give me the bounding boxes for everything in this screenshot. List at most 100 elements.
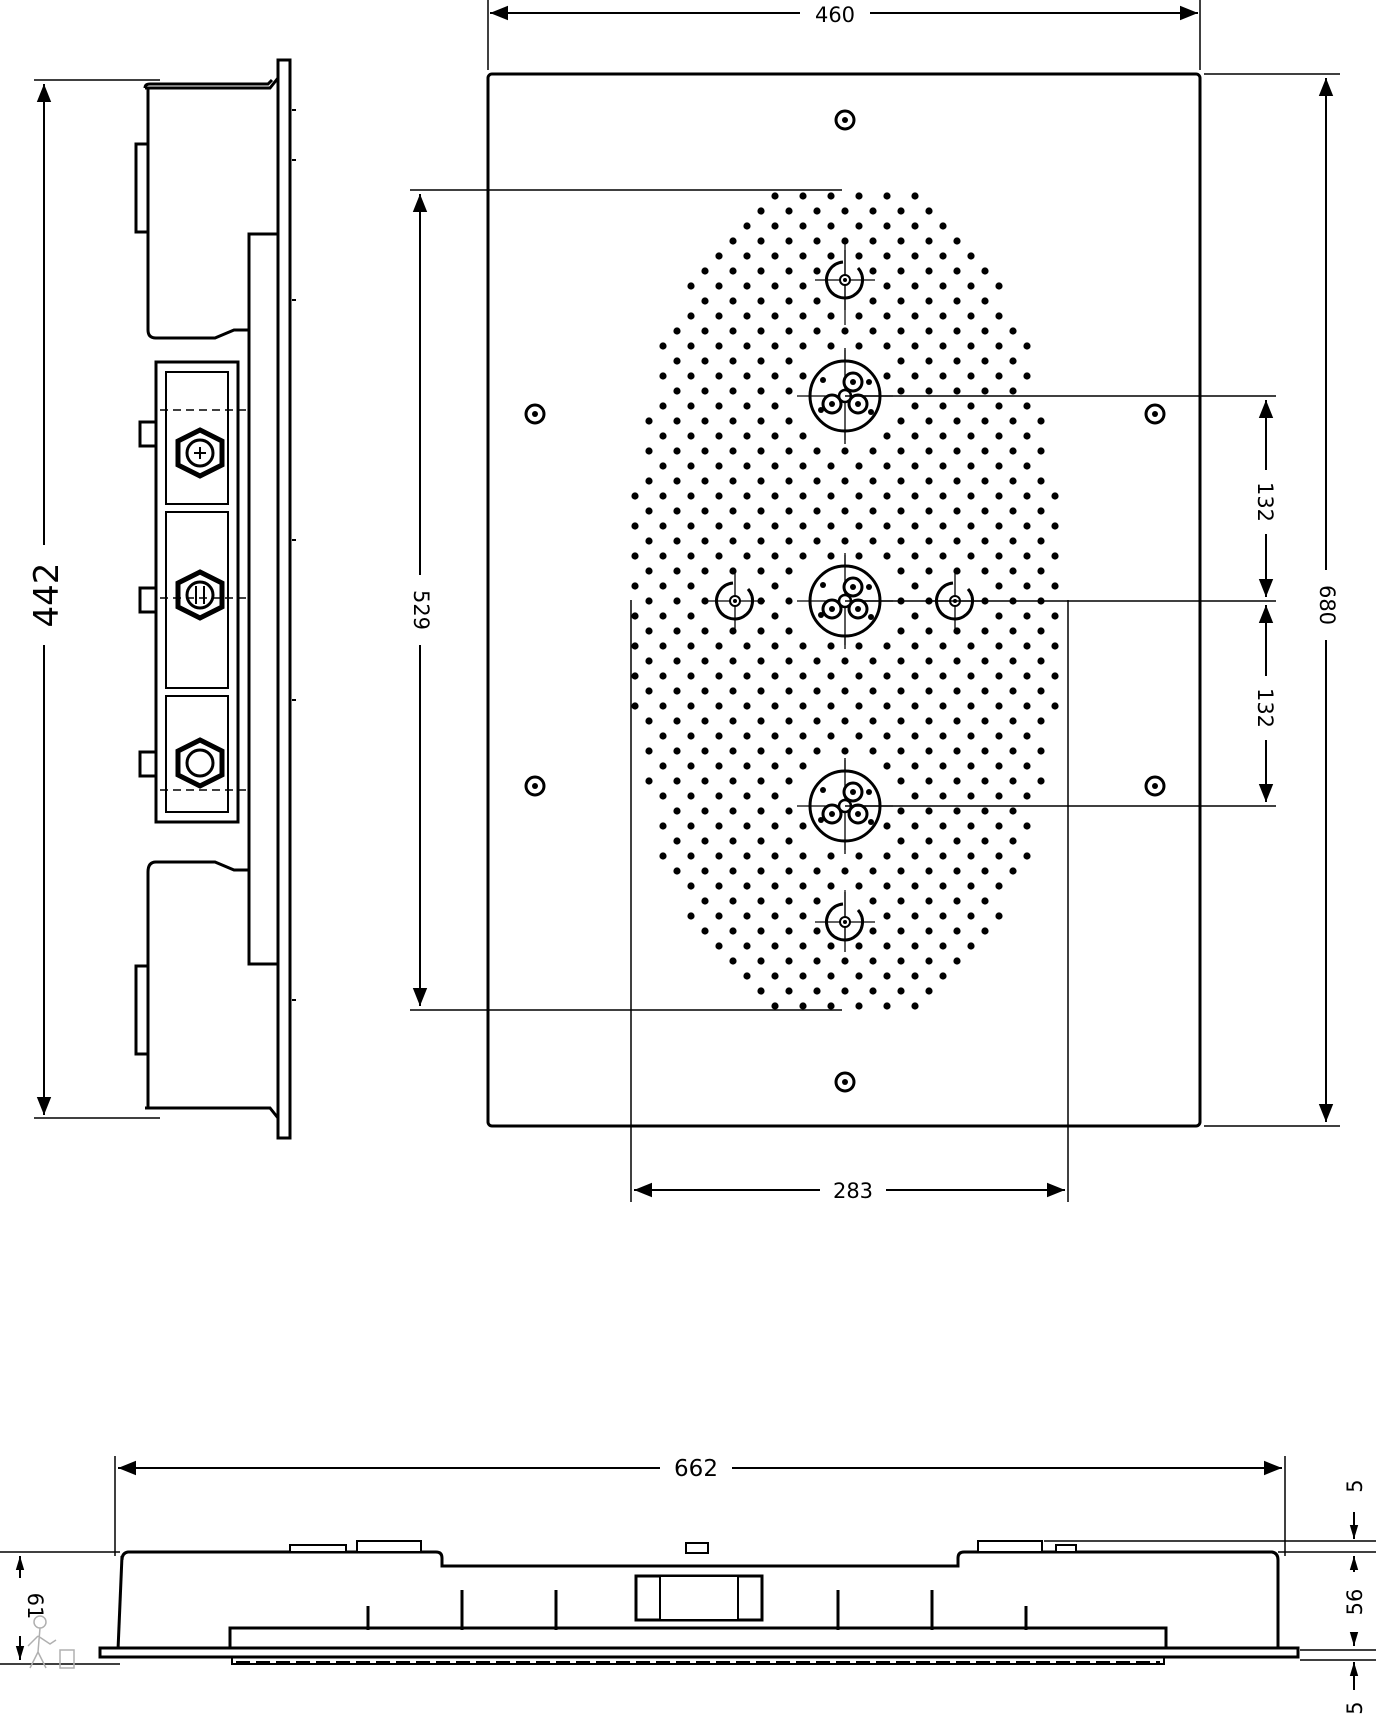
spray-dot bbox=[659, 492, 667, 500]
dim-56-label: 56 bbox=[1343, 1589, 1367, 1616]
spray-dot bbox=[785, 657, 793, 665]
spray-dot bbox=[967, 522, 975, 530]
spray-dot bbox=[799, 762, 807, 770]
spray-dot bbox=[771, 942, 779, 950]
spray-dot bbox=[939, 672, 947, 680]
spray-dot bbox=[925, 627, 933, 635]
spray-dot bbox=[813, 207, 821, 215]
spray-dot bbox=[631, 522, 639, 530]
spray-dot bbox=[953, 417, 961, 425]
spray-dot bbox=[855, 732, 863, 740]
spray-dot bbox=[855, 672, 863, 680]
spray-dot bbox=[841, 957, 849, 965]
spray-dot bbox=[1051, 612, 1059, 620]
spray-dot bbox=[813, 687, 821, 695]
spray-dot bbox=[1009, 537, 1017, 545]
spray-dot bbox=[757, 687, 765, 695]
spray-dot bbox=[743, 972, 751, 980]
spray-dot bbox=[939, 762, 947, 770]
spray-dot bbox=[743, 642, 751, 650]
spray-dot bbox=[939, 732, 947, 740]
spray-dot bbox=[925, 687, 933, 695]
spray-dot bbox=[855, 492, 863, 500]
spray-dot bbox=[981, 417, 989, 425]
spray-dot bbox=[995, 792, 1003, 800]
spray-dot bbox=[981, 657, 989, 665]
spray-dot bbox=[659, 702, 667, 710]
spray-dot bbox=[757, 987, 765, 995]
spray-dot bbox=[757, 507, 765, 515]
spray-dot bbox=[659, 792, 667, 800]
spray-dot bbox=[953, 537, 961, 545]
spray-dot bbox=[673, 807, 681, 815]
spray-dot bbox=[785, 987, 793, 995]
spray-dot bbox=[673, 477, 681, 485]
spray-dot bbox=[701, 627, 709, 635]
spray-dot bbox=[897, 417, 905, 425]
spray-dot bbox=[1037, 747, 1045, 755]
spray-dot bbox=[953, 807, 961, 815]
spray-dot bbox=[855, 972, 863, 980]
spray-dot bbox=[785, 207, 793, 215]
spray-dot bbox=[1023, 852, 1031, 860]
spray-dot bbox=[757, 957, 765, 965]
spray-dot bbox=[743, 912, 751, 920]
spray-dot bbox=[701, 777, 709, 785]
spray-dot bbox=[673, 717, 681, 725]
spray-dot bbox=[687, 462, 695, 470]
spray-dot bbox=[925, 267, 933, 275]
small-nozzle-icon bbox=[705, 571, 765, 631]
spray-dot bbox=[939, 342, 947, 350]
spray-dot bbox=[883, 462, 891, 470]
spray-dot bbox=[729, 867, 737, 875]
spray-dot bbox=[743, 252, 751, 260]
spray-dot bbox=[673, 687, 681, 695]
spray-dot bbox=[939, 792, 947, 800]
small-nozzle-icon bbox=[815, 892, 875, 952]
spray-dot bbox=[743, 402, 751, 410]
spray-dot bbox=[687, 672, 695, 680]
spray-dot bbox=[939, 552, 947, 560]
spray-dot bbox=[813, 237, 821, 245]
spray-dot bbox=[715, 252, 723, 260]
spray-dot bbox=[687, 762, 695, 770]
spray-dot bbox=[813, 447, 821, 455]
spray-dot bbox=[687, 342, 695, 350]
spray-dot bbox=[967, 342, 975, 350]
spray-dot bbox=[1009, 387, 1017, 395]
spray-dot bbox=[911, 372, 919, 380]
spray-dot bbox=[953, 267, 961, 275]
spray-dot bbox=[995, 462, 1003, 470]
spray-dot bbox=[785, 897, 793, 905]
spray-dot bbox=[967, 372, 975, 380]
dim-529-label: 529 bbox=[409, 590, 433, 630]
spray-dot bbox=[1051, 582, 1059, 590]
spray-dot bbox=[897, 777, 905, 785]
spray-dot bbox=[911, 582, 919, 590]
spray-dot bbox=[799, 462, 807, 470]
spray-dot bbox=[715, 822, 723, 830]
spray-dot bbox=[771, 672, 779, 680]
spray-dot bbox=[1009, 837, 1017, 845]
spray-dot bbox=[743, 732, 751, 740]
spray-dot bbox=[729, 837, 737, 845]
spray-dot bbox=[967, 762, 975, 770]
spray-dot bbox=[799, 432, 807, 440]
spray-dot bbox=[771, 462, 779, 470]
spray-dot bbox=[841, 327, 849, 335]
spray-dot bbox=[799, 342, 807, 350]
spray-dot bbox=[897, 387, 905, 395]
spray-dot bbox=[869, 687, 877, 695]
spray-dot bbox=[757, 207, 765, 215]
spray-dot bbox=[925, 897, 933, 905]
spray-dot bbox=[995, 552, 1003, 560]
dim-132-lower-label: 132 bbox=[1253, 688, 1277, 728]
spray-dot bbox=[855, 882, 863, 890]
spray-dot bbox=[855, 552, 863, 560]
spray-dot bbox=[673, 357, 681, 365]
spray-dot bbox=[743, 312, 751, 320]
spray-dot bbox=[729, 717, 737, 725]
spray-dot bbox=[659, 402, 667, 410]
spray-dot bbox=[1023, 792, 1031, 800]
